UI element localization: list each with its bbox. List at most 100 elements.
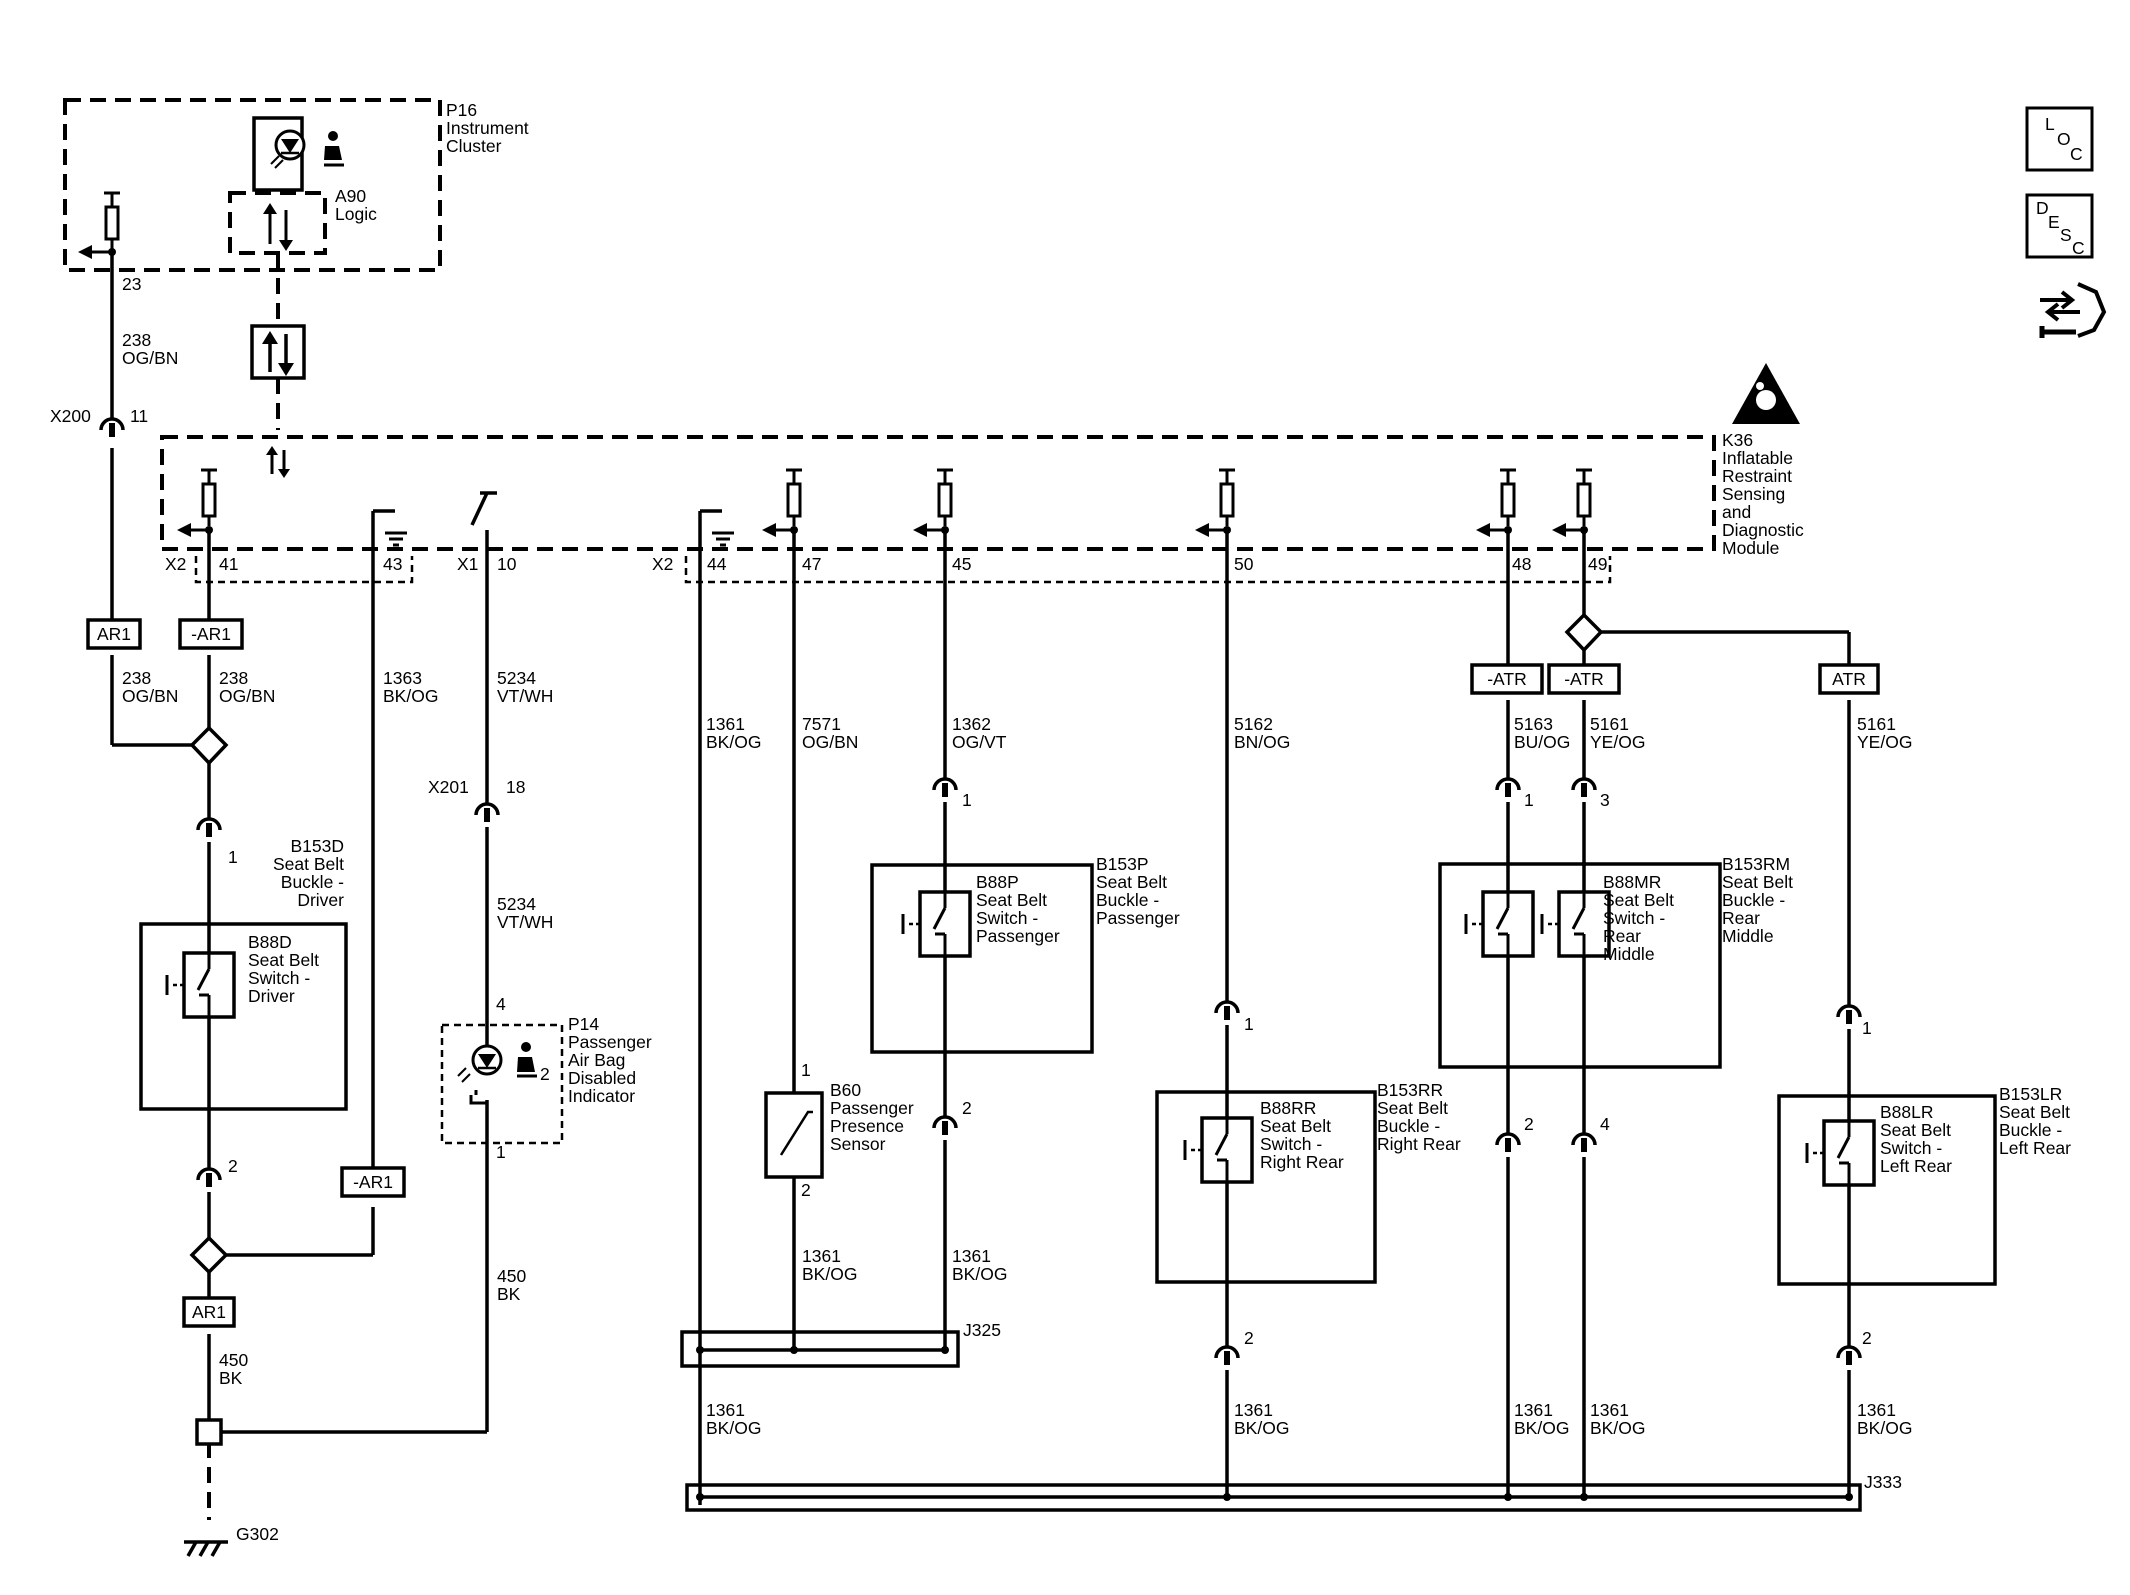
b88rr-label-1: Seat Belt xyxy=(1260,1116,1331,1136)
option-not-ar1: -AR1 xyxy=(353,1172,393,1192)
pin-label: 1 xyxy=(496,1142,506,1162)
wire-label: BK/OG xyxy=(1514,1418,1569,1438)
p16-label-2: Cluster xyxy=(446,136,502,156)
b153p-label-0: B153P xyxy=(1096,854,1149,874)
wire-label: BK/OG xyxy=(706,732,761,752)
pin-label: 49 xyxy=(1588,554,1607,574)
wire-label: 238 xyxy=(219,668,248,688)
pin-label: 47 xyxy=(802,554,821,574)
a90-label-0: A90 xyxy=(335,186,366,206)
wire-label: 5161 xyxy=(1590,714,1629,734)
b88d-label-1: Seat Belt xyxy=(248,950,319,970)
p14-label-1: Passenger xyxy=(568,1032,652,1052)
wire-label: 1361 xyxy=(706,1400,745,1420)
pin-label: 2 xyxy=(1862,1328,1872,1348)
pin-label: 18 xyxy=(506,777,525,797)
p14-label-3: Disabled xyxy=(568,1068,636,1088)
ground-g302: G302 xyxy=(236,1524,279,1544)
wire-label: 5161 xyxy=(1857,714,1896,734)
b88d-label-0: B88D xyxy=(248,932,292,952)
k36-label-5: Diagnostic xyxy=(1722,520,1804,540)
b88d-label-3: Driver xyxy=(248,986,295,1006)
b153rm-label-2: Buckle - xyxy=(1722,890,1785,910)
desc-letter: C xyxy=(2072,238,2085,258)
wire-label: BK/OG xyxy=(1857,1418,1912,1438)
b153rr-label-1: Seat Belt xyxy=(1377,1098,1448,1118)
pin-label: 10 xyxy=(497,554,517,574)
k36-label-2: Restraint xyxy=(1722,466,1792,486)
seatbelt-person-icon xyxy=(517,1042,537,1078)
b153rm-label-1: Seat Belt xyxy=(1722,872,1793,892)
loc-letter: O xyxy=(2057,129,2071,149)
b60-label-3: Sensor xyxy=(830,1134,886,1154)
option-ar1: AR1 xyxy=(192,1302,226,1322)
desc-letter: D xyxy=(2036,198,2049,218)
desc-button[interactable] xyxy=(2025,193,2094,259)
k36-label-4: and xyxy=(1722,502,1751,522)
pin-label: 44 xyxy=(707,554,727,574)
wire-label: BK/OG xyxy=(952,1264,1007,1284)
loc-button[interactable] xyxy=(2025,106,2094,172)
pin-label: 2 xyxy=(540,1064,550,1084)
b153d-label-1: Seat Belt xyxy=(273,854,344,874)
pin-label: 1 xyxy=(1862,1018,1872,1038)
wire-label: OG/BN xyxy=(122,686,178,706)
wire-label: OG/BN xyxy=(802,732,858,752)
option-ar1: AR1 xyxy=(97,624,131,644)
b88p-label-2: Switch - xyxy=(976,908,1038,928)
wire-label: OG/BN xyxy=(219,686,275,706)
b153rm-label-4: Middle xyxy=(1722,926,1774,946)
b88mr-label-3: Rear xyxy=(1603,926,1641,946)
pin-label: 4 xyxy=(496,994,506,1014)
b153rm-label-0: B153RM xyxy=(1722,854,1790,874)
b88p-label-3: Passenger xyxy=(976,926,1060,946)
p16-label-1: Instrument xyxy=(446,118,529,138)
wire-label: BK/OG xyxy=(802,1264,857,1284)
wire-label: YE/OG xyxy=(1857,732,1912,752)
pin-label: 1 xyxy=(228,847,238,867)
wire-label: 238 xyxy=(122,330,151,350)
connector-j325: J325 xyxy=(963,1320,1001,1340)
b88rr-label-0: B88RR xyxy=(1260,1098,1316,1118)
b153lr-label-3: Left Rear xyxy=(1999,1138,2071,1158)
wire-label: VT/WH xyxy=(497,686,553,706)
pin-label: 1 xyxy=(962,790,972,810)
b88d-label-2: Switch - xyxy=(248,968,310,988)
a90-label-1: Logic xyxy=(335,204,377,224)
wire-label: OG/VT xyxy=(952,732,1007,752)
pin-label: 2 xyxy=(1244,1328,1254,1348)
a90-lamp-icon xyxy=(270,129,344,169)
pin-label: 45 xyxy=(952,554,971,574)
b60-label-2: Presence xyxy=(830,1116,904,1136)
option-not-ar1: -AR1 xyxy=(191,624,231,644)
p16-label-0: P16 xyxy=(446,100,477,120)
p14-label-0: P14 xyxy=(568,1014,599,1034)
loc-letter: L xyxy=(2045,114,2055,134)
pin-label: 50 xyxy=(1234,554,1254,574)
b60-label-1: Passenger xyxy=(830,1098,914,1118)
b88mr-label-0: B88MR xyxy=(1603,872,1661,892)
wire-label: 450 xyxy=(497,1266,526,1286)
b153rr-label-3: Right Rear xyxy=(1377,1134,1461,1154)
p14-label-4: Indicator xyxy=(568,1086,635,1106)
pin-label: 2 xyxy=(1524,1114,1534,1134)
pin-label: 3 xyxy=(1600,790,1610,810)
pin-label: 23 xyxy=(122,274,141,294)
wire-label: 450 xyxy=(219,1350,248,1370)
connector-repair-icon[interactable] xyxy=(2039,282,2107,338)
pin-label: 2 xyxy=(801,1180,811,1200)
wire-label: BK/OG xyxy=(706,1418,761,1438)
b153d-label-0: B153D xyxy=(290,836,344,856)
option-not-atr: -ATR xyxy=(1487,669,1527,689)
wire-label: 1362 xyxy=(952,714,991,734)
pin-label: 1 xyxy=(801,1060,811,1080)
b153d-label-2: Buckle - xyxy=(281,872,344,892)
connector-x2-b: X2 xyxy=(652,554,673,574)
b153p-label-3: Passenger xyxy=(1096,908,1180,928)
b88rr-label-2: Switch - xyxy=(1260,1134,1322,1154)
wire-label: VT/WH xyxy=(497,912,553,932)
b88lr-label-3: Left Rear xyxy=(1880,1156,1952,1176)
desc-letter: S xyxy=(2060,225,2072,245)
b153lr-label-2: Buckle - xyxy=(1999,1120,2062,1140)
